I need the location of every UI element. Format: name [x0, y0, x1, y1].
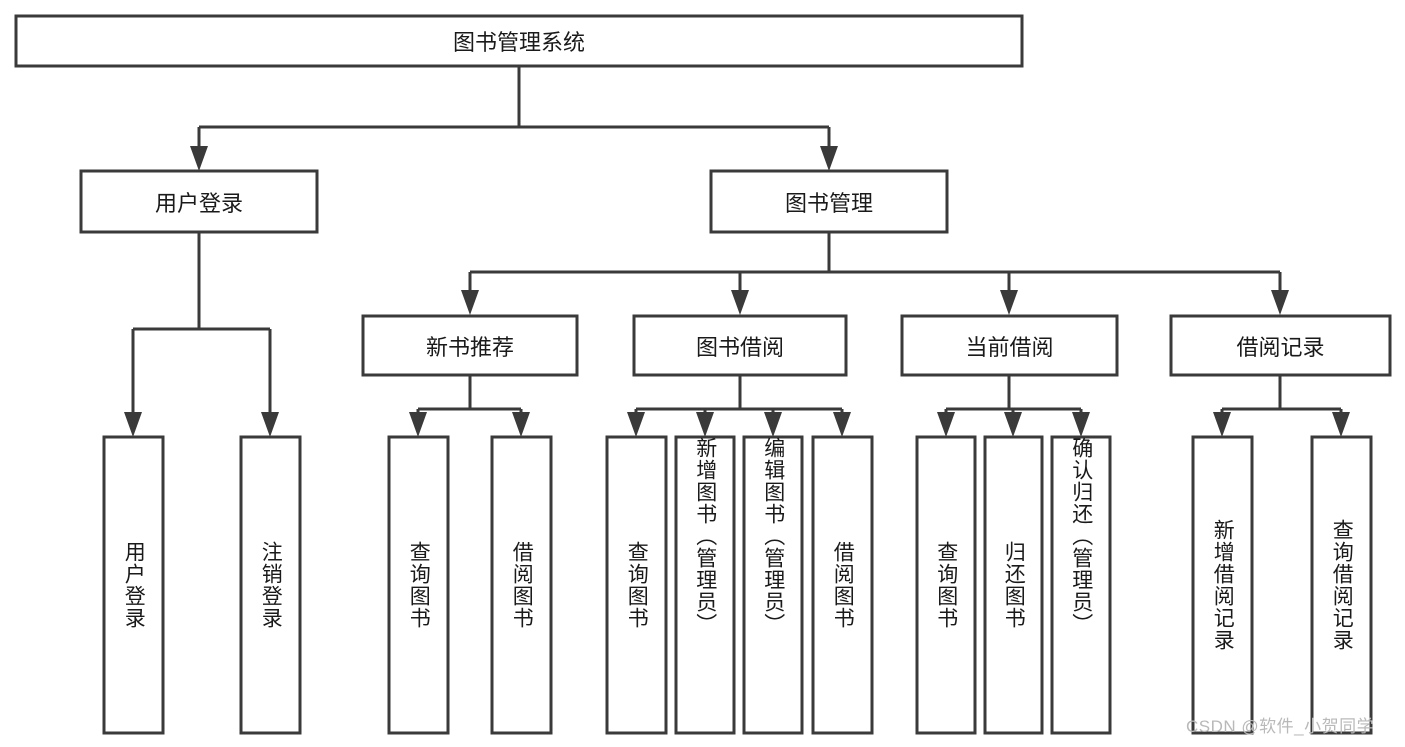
connector-group-current-borrow [937, 375, 1090, 437]
node-new-book-recommend[interactable] [361, 314, 579, 377]
connector-group-book-borrow [627, 375, 851, 437]
arrow-head-leaf-logout-login [261, 412, 279, 437]
arrow-head-leaf-query-record [1332, 412, 1350, 437]
arrow-head-book-borrow [731, 290, 749, 315]
arrow-head-leaf-user-login [124, 412, 142, 437]
arrow-head-borrow-record [1271, 290, 1289, 315]
arrow-head-leaf-query-book-1 [409, 412, 427, 437]
node-current-borrow[interactable] [900, 314, 1119, 377]
node-leaf-edit-book[interactable] [742, 435, 804, 735]
arrow-head-leaf-add-record [1213, 412, 1231, 437]
node-borrow-record[interactable] [1169, 314, 1392, 377]
watermark: CSDN @软件_小贺同学 [1186, 717, 1375, 736]
node-leaf-query-record[interactable] [1310, 435, 1373, 735]
arrow-head-user-login [190, 146, 208, 171]
node-leaf-confirm-return[interactable] [1050, 435, 1112, 735]
connector-group-user-login [124, 232, 279, 437]
node-book-management[interactable] [709, 169, 949, 234]
connector-group-borrow-record [1213, 375, 1350, 437]
node-leaf-borrow-book-1[interactable] [490, 435, 553, 735]
arrow-head-leaf-return-book [1004, 412, 1022, 437]
node-leaf-add-record[interactable] [1191, 435, 1254, 735]
node-leaf-logout-login[interactable] [239, 435, 302, 735]
node-leaf-query-book-3[interactable] [915, 435, 977, 735]
arrow-head-book-management [820, 146, 838, 171]
connector-group-new-book-recommend [409, 375, 530, 437]
node-leaf-borrow-book-2[interactable] [811, 435, 874, 735]
arrow-head-leaf-confirm-return [1072, 412, 1090, 437]
arrow-head-leaf-edit-book [764, 412, 782, 437]
node-leaf-user-login[interactable] [102, 435, 165, 735]
node-leaf-query-book-2[interactable] [605, 435, 668, 735]
node-leaf-add-book[interactable] [674, 435, 736, 735]
node-leaf-return-book[interactable] [983, 435, 1044, 735]
connector-group-book-management [461, 232, 1289, 315]
connector-group-root [190, 66, 838, 171]
arrow-head-leaf-query-book-2 [627, 412, 645, 437]
node-user-login[interactable] [79, 169, 319, 234]
node-root[interactable] [14, 14, 1024, 68]
arrow-head-leaf-add-book [696, 412, 714, 437]
arrow-head-leaf-borrow-book-1 [512, 412, 530, 437]
arrow-head-new-book-recommend [461, 290, 479, 315]
node-book-borrow[interactable] [632, 314, 848, 377]
node-leaf-query-book-1[interactable] [387, 435, 450, 735]
arrow-head-leaf-borrow-book-2 [833, 412, 851, 437]
arrow-head-current-borrow [1000, 290, 1018, 315]
arrow-head-leaf-query-book-3 [937, 412, 955, 437]
